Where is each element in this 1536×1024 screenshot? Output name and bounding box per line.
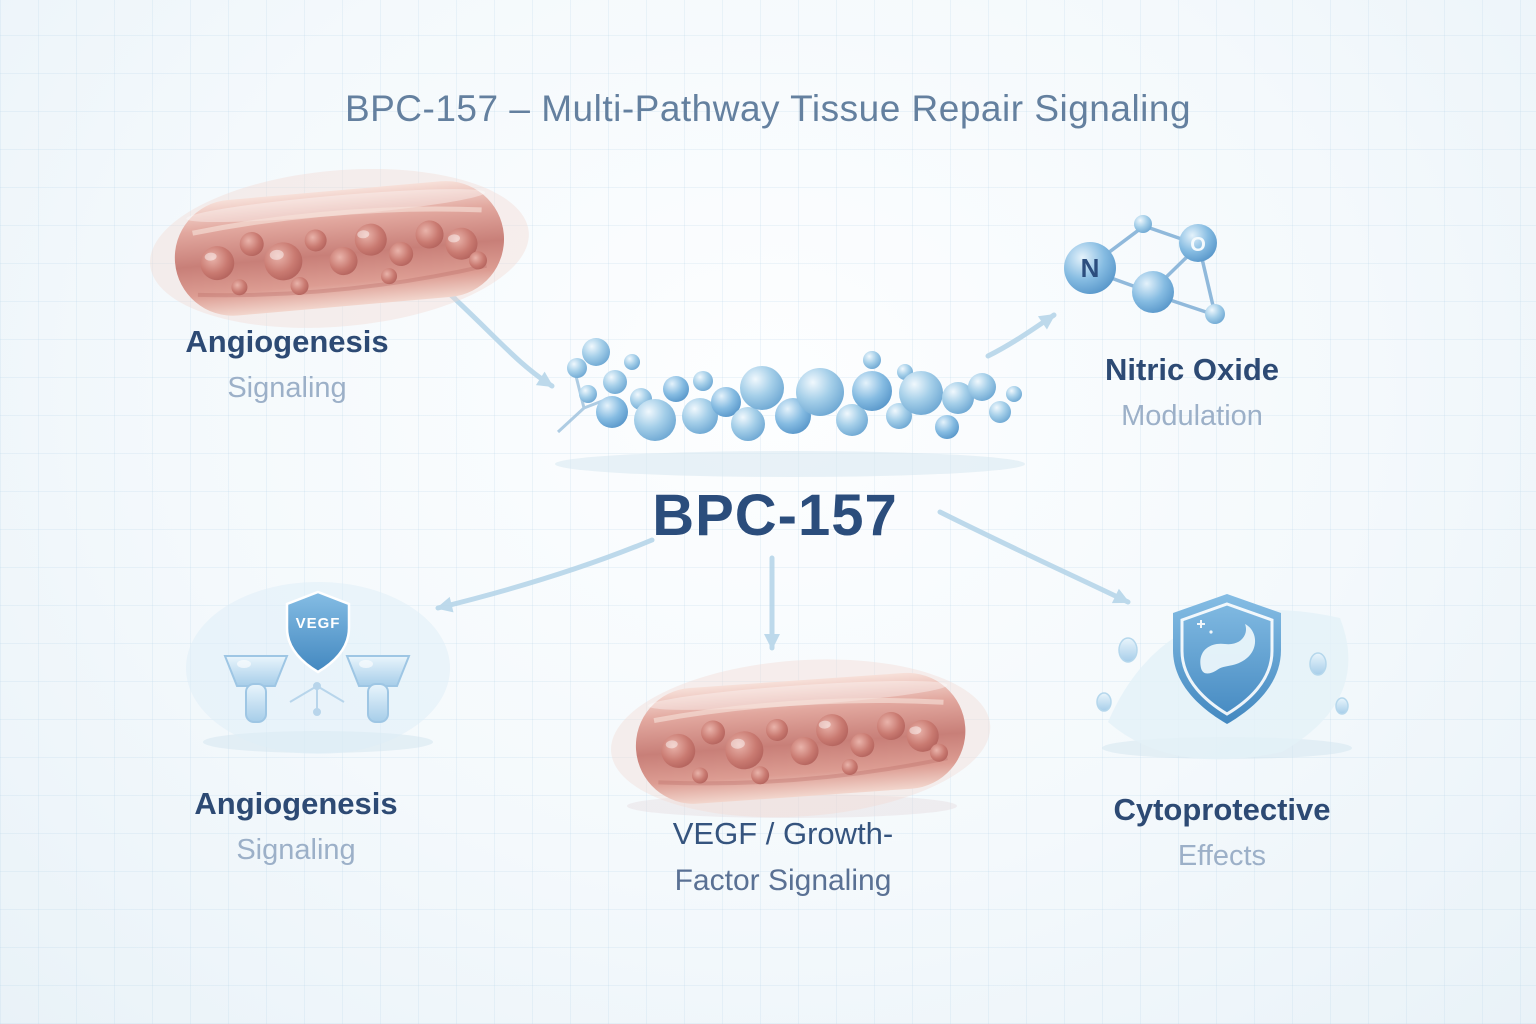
water-droplet-icons	[1096, 637, 1349, 715]
atom-o-label: O	[1190, 234, 1206, 256]
arrow-bpc-to-angiogenesis	[435, 537, 655, 613]
arrow-bpc-to-cytoprotective	[937, 509, 1131, 605]
angiogenesis-bottom-title: Angiogenesis	[194, 786, 398, 821]
cytoprotective-title: Cytoprotective	[1113, 792, 1331, 827]
vegf-shield-icon: VEGF	[285, 590, 351, 674]
receptor-icon-right	[345, 655, 411, 723]
cytoprotective-subtitle: Effects	[1177, 840, 1267, 873]
vegf-receptor-illustration: VEGF	[186, 582, 450, 754]
label-nitric-oxide: Nitric Oxide Modulation	[1105, 346, 1279, 439]
signal-network	[289, 682, 345, 716]
atom-n-label: N	[1081, 253, 1100, 283]
connector-arrows	[435, 282, 1131, 651]
blood-vessel-illustration-top	[143, 154, 535, 343]
vegf-growth-title: VEGF / Growth-	[672, 816, 894, 851]
arrow-vessel-to-molecule	[437, 282, 555, 389]
angiogenesis-bottom-subtitle: Signaling	[236, 834, 356, 867]
angiogenesis-top-title: Angiogenesis	[185, 324, 389, 359]
vegf-shield-label: VEGF	[296, 615, 341, 632]
angiogenesis-top-subtitle: Signaling	[227, 372, 347, 405]
vegf-growth-subtitle: Factor Signaling	[674, 864, 892, 898]
shield-icon	[1173, 594, 1281, 724]
receptor-icon-left	[223, 655, 289, 723]
arrow-molecule-to-nitric-oxide	[985, 312, 1057, 359]
diagram-title: BPC-157 – Multi-Pathway Tissue Repair Si…	[344, 88, 1192, 129]
peptide-molecule-illustration	[556, 338, 1022, 441]
label-angiogenesis-bottom: Angiogenesis Signaling	[194, 780, 397, 873]
sparkle-icon	[1197, 620, 1213, 634]
nitric-oxide-title: Nitric Oxide	[1105, 352, 1279, 387]
organ-icon	[1200, 624, 1256, 674]
label-angiogenesis-top: Angiogenesis Signaling	[185, 318, 388, 411]
label-vegf-growth: VEGF / Growth- Factor Signaling	[673, 810, 893, 905]
label-cytoprotective: Cytoprotective Effects	[1113, 786, 1330, 879]
nitric-oxide-subtitle: Modulation	[1121, 400, 1263, 433]
cytoprotective-shield-illustration	[1096, 594, 1349, 760]
center-node-label: BPC-157	[652, 483, 898, 548]
nitric-oxide-molecule-icon: N O	[1064, 215, 1225, 324]
